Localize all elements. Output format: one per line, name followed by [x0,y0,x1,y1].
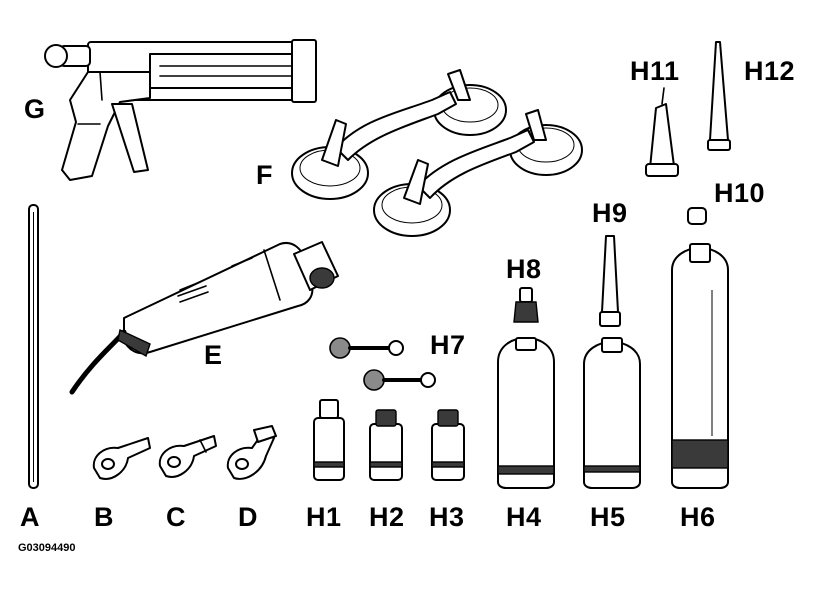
electric-cutter-icon [69,241,339,395]
label-h6: H6 [680,502,716,532]
label-f: F [256,160,273,190]
suction-cup-icon [373,109,583,237]
label-h4: H4 [506,502,542,532]
label-h3: H3 [429,502,465,532]
adhesive-cartridge-h6-icon [671,243,729,489]
figure-code: G03094490 [18,542,76,554]
nozzle-cap-h8-icon [513,287,539,323]
clip-d-icon [226,425,277,480]
label-h12: H12 [744,56,796,86]
primer-bottle-h3-icon [431,409,465,481]
label-b: B [94,502,114,532]
nozzle-h12-icon [707,41,731,151]
label-d: D [238,502,258,532]
primer-bottle-h2-icon [369,409,403,481]
caulking-gun-icon [44,39,317,181]
label-h8: H8 [506,254,542,284]
label-c: C [166,502,186,532]
label-h11: H11 [630,56,680,86]
applicator-nozzle-h9-icon [599,235,621,327]
label-h2: H2 [369,502,405,532]
label-h1: H1 [306,502,342,532]
applicator-swab-icon [363,369,436,391]
nozzle-h11-icon [645,87,679,177]
label-g: G [24,94,46,124]
label-h10: H10 [714,178,766,208]
label-h5: H5 [590,502,626,532]
primer-bottle-h1-icon [313,399,345,481]
adhesive-cartridge-h4-icon [497,337,555,489]
label-h7: H7 [430,330,466,360]
adhesive-cartridge-h5-icon [583,337,641,489]
clip-c-icon [158,435,217,478]
suction-cup-icon [291,69,507,200]
cap-h10-icon [687,207,707,225]
label-e: E [204,340,223,370]
label-h9: H9 [592,198,628,228]
label-a: A [20,502,40,532]
rod-icon [28,204,39,489]
applicator-swab-icon [329,337,404,359]
clip-b-icon [92,437,151,480]
